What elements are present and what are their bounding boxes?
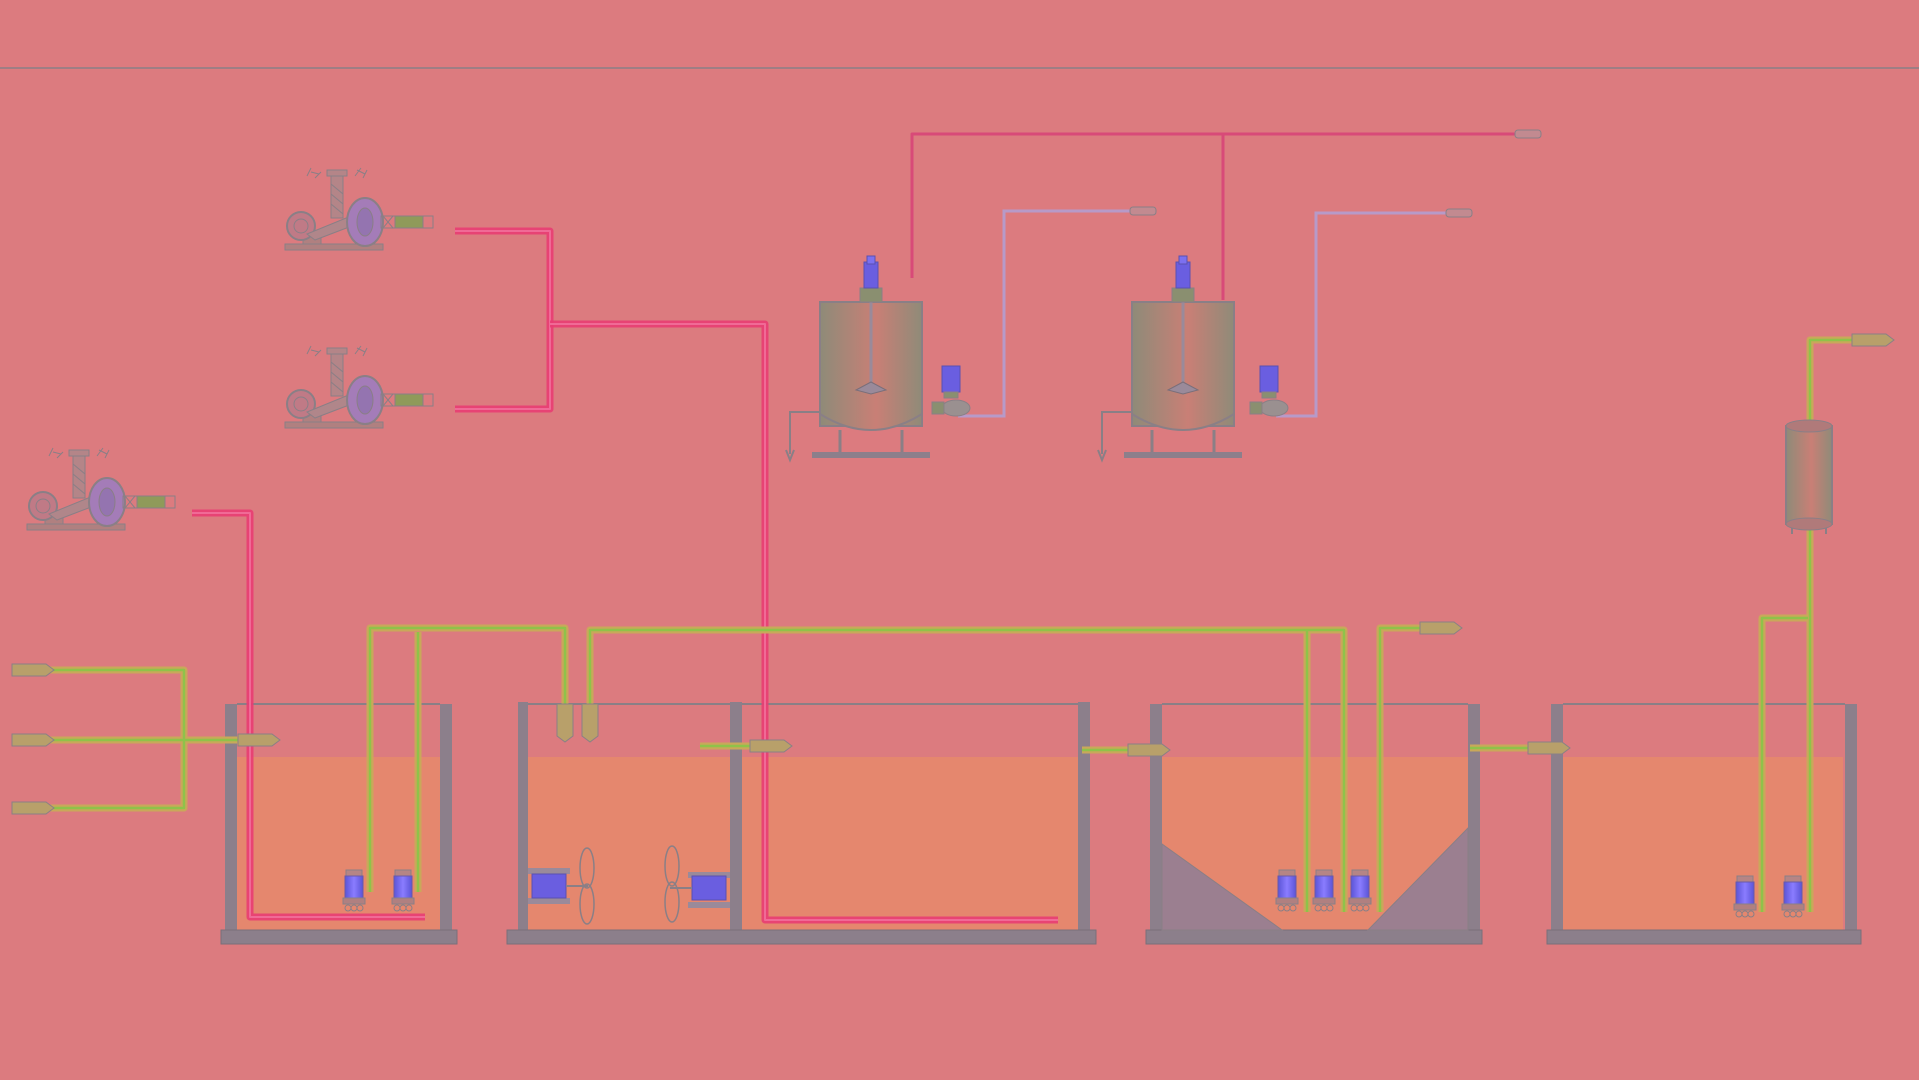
- diffuser-drop-1: [556, 703, 574, 743]
- outlet-nozzle-return: [1419, 621, 1463, 635]
- dosing-pump-icon[interactable]: [1249, 365, 1289, 417]
- blower-icon[interactable]: [26, 447, 176, 531]
- dosing-lines: [958, 209, 1448, 418]
- dosing-pump-icon[interactable]: [931, 365, 971, 417]
- agitator-tank-icon[interactable]: [1096, 254, 1244, 462]
- filter-vessel-icon[interactable]: [1785, 419, 1833, 534]
- agitator-tank-icon[interactable]: [784, 254, 932, 462]
- nozzle-tank2: [749, 739, 793, 753]
- dosing-outlet-1: [1129, 206, 1157, 216]
- inlet-nozzle-2: [11, 733, 55, 747]
- submersible-mixer-icon[interactable]: [664, 845, 730, 923]
- water-lines: [48, 336, 1854, 912]
- outlet-nozzle-final: [1851, 333, 1895, 347]
- flow-nozzles: [11, 333, 1895, 815]
- chemical-outlet: [1514, 129, 1542, 139]
- submersible-mixer-icon[interactable]: [528, 847, 595, 925]
- tank-clear-water[interactable]: [1546, 703, 1862, 945]
- nozzle-tank4: [1527, 741, 1571, 755]
- blower-icon[interactable]: [284, 167, 434, 251]
- blower-icon[interactable]: [284, 345, 434, 429]
- tank-clarifier[interactable]: [1145, 703, 1483, 945]
- air-lines: [192, 132, 1515, 924]
- diffuser-drop-2: [581, 703, 599, 743]
- nozzle-tank1: [237, 733, 281, 747]
- dosing-outlet-2: [1445, 208, 1473, 218]
- inlet-nozzle-3: [11, 801, 55, 815]
- tank-biological[interactable]: [506, 702, 1097, 945]
- inlet-nozzle-1: [11, 663, 55, 677]
- nozzle-tank3: [1127, 743, 1171, 757]
